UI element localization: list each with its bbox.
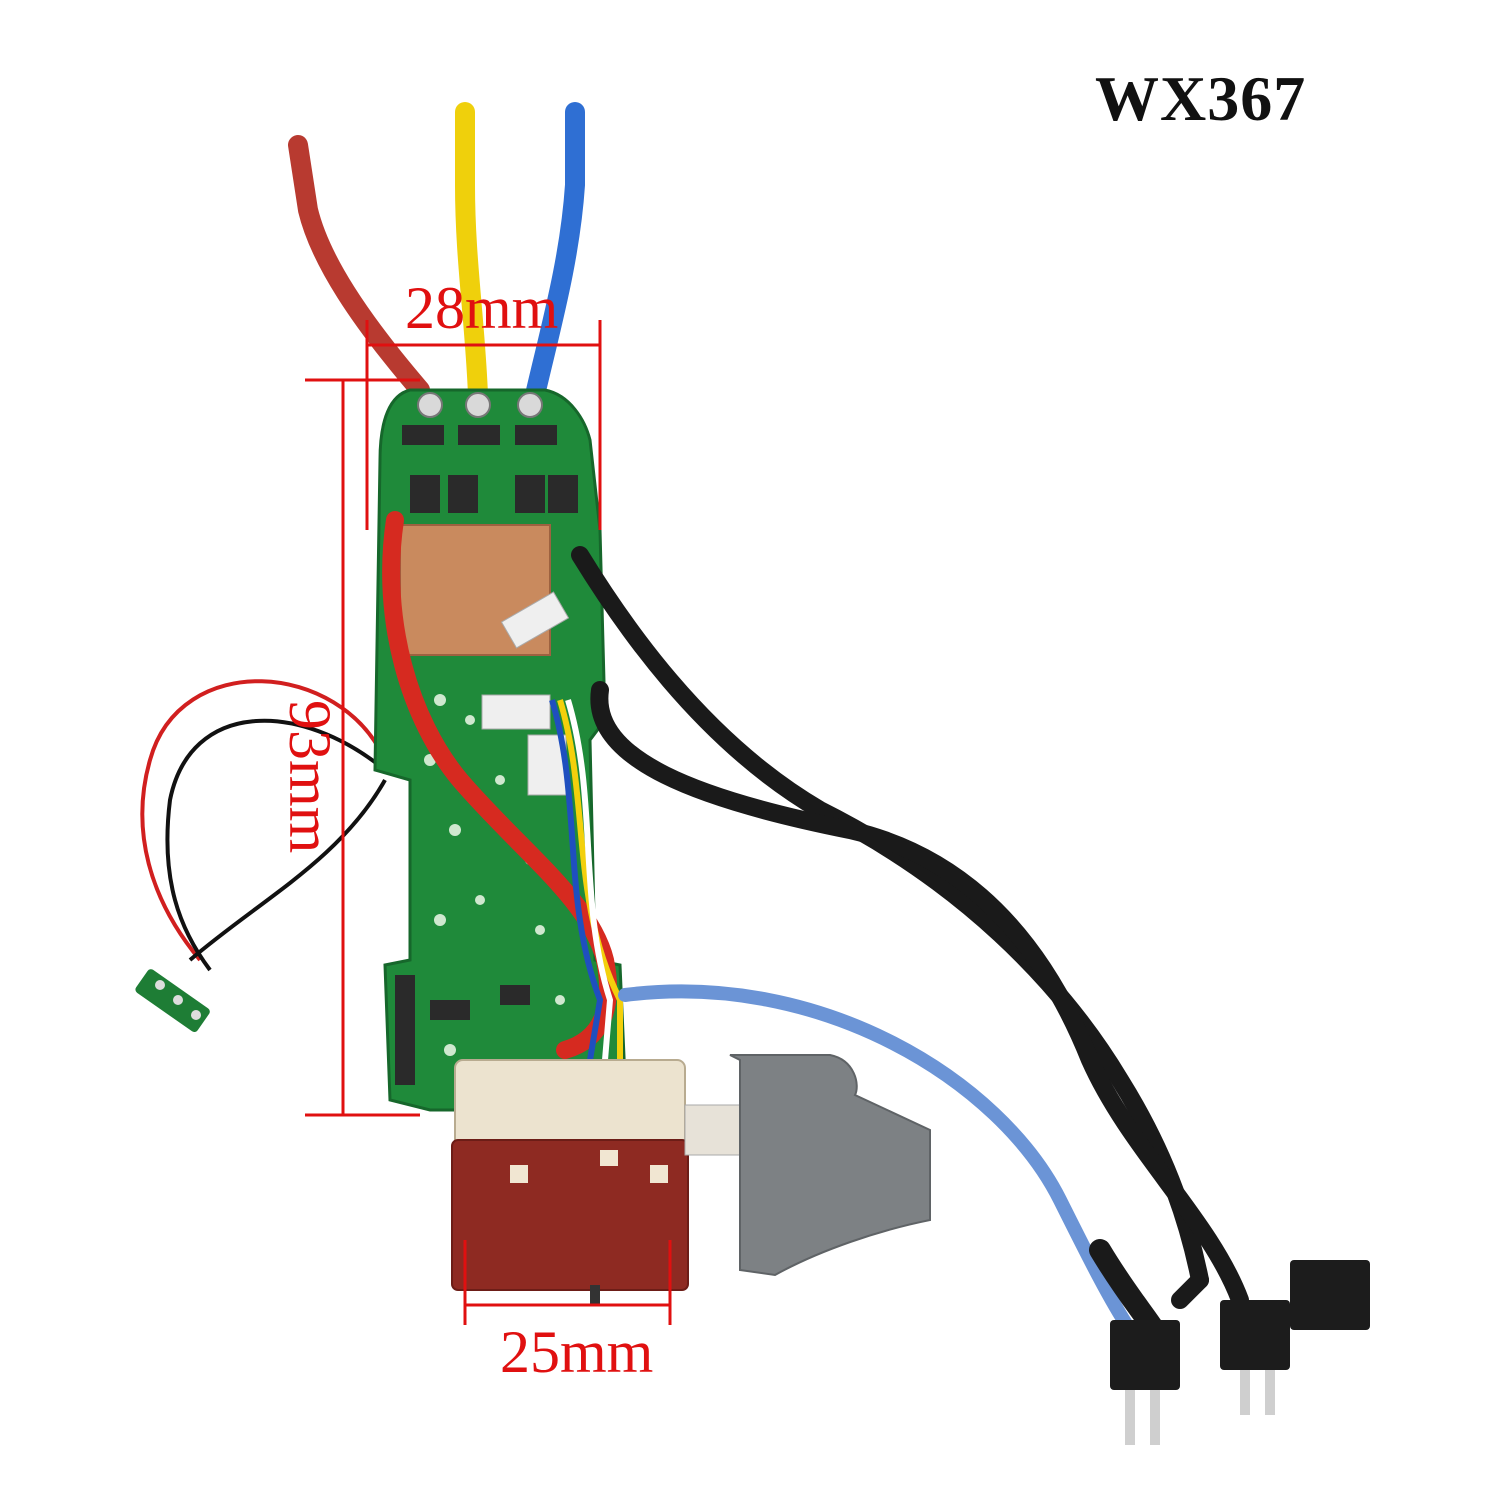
yellow-motor-wire — [455, 102, 488, 405]
switch-body — [451, 1139, 689, 1291]
board-width-label: 28mm — [405, 275, 559, 341]
hall-sensor-cable — [140, 679, 387, 972]
connector-2 — [481, 694, 551, 730]
connector-1 — [500, 591, 570, 649]
battery-terminals — [1110, 1260, 1370, 1445]
trigger-switch — [451, 1054, 931, 1305]
hall-sensor-board — [135, 969, 210, 1033]
red-motor-wire — [288, 135, 430, 400]
dimension-lines — [305, 320, 672, 1325]
battery-wires — [571, 546, 1249, 1309]
blue-motor-wire — [525, 102, 585, 405]
pcb-board — [373, 388, 627, 1112]
model-label: WX367 — [1095, 63, 1307, 134]
ribbon-wires — [549, 699, 623, 1061]
board-length-label: 93mm — [277, 700, 343, 854]
switch-top — [454, 1059, 686, 1151]
trigger-button — [729, 1054, 931, 1277]
motor-wires — [288, 102, 585, 405]
blue-switch-wire — [618, 984, 1137, 1337]
switch-width-label: 25mm — [500, 1319, 654, 1385]
